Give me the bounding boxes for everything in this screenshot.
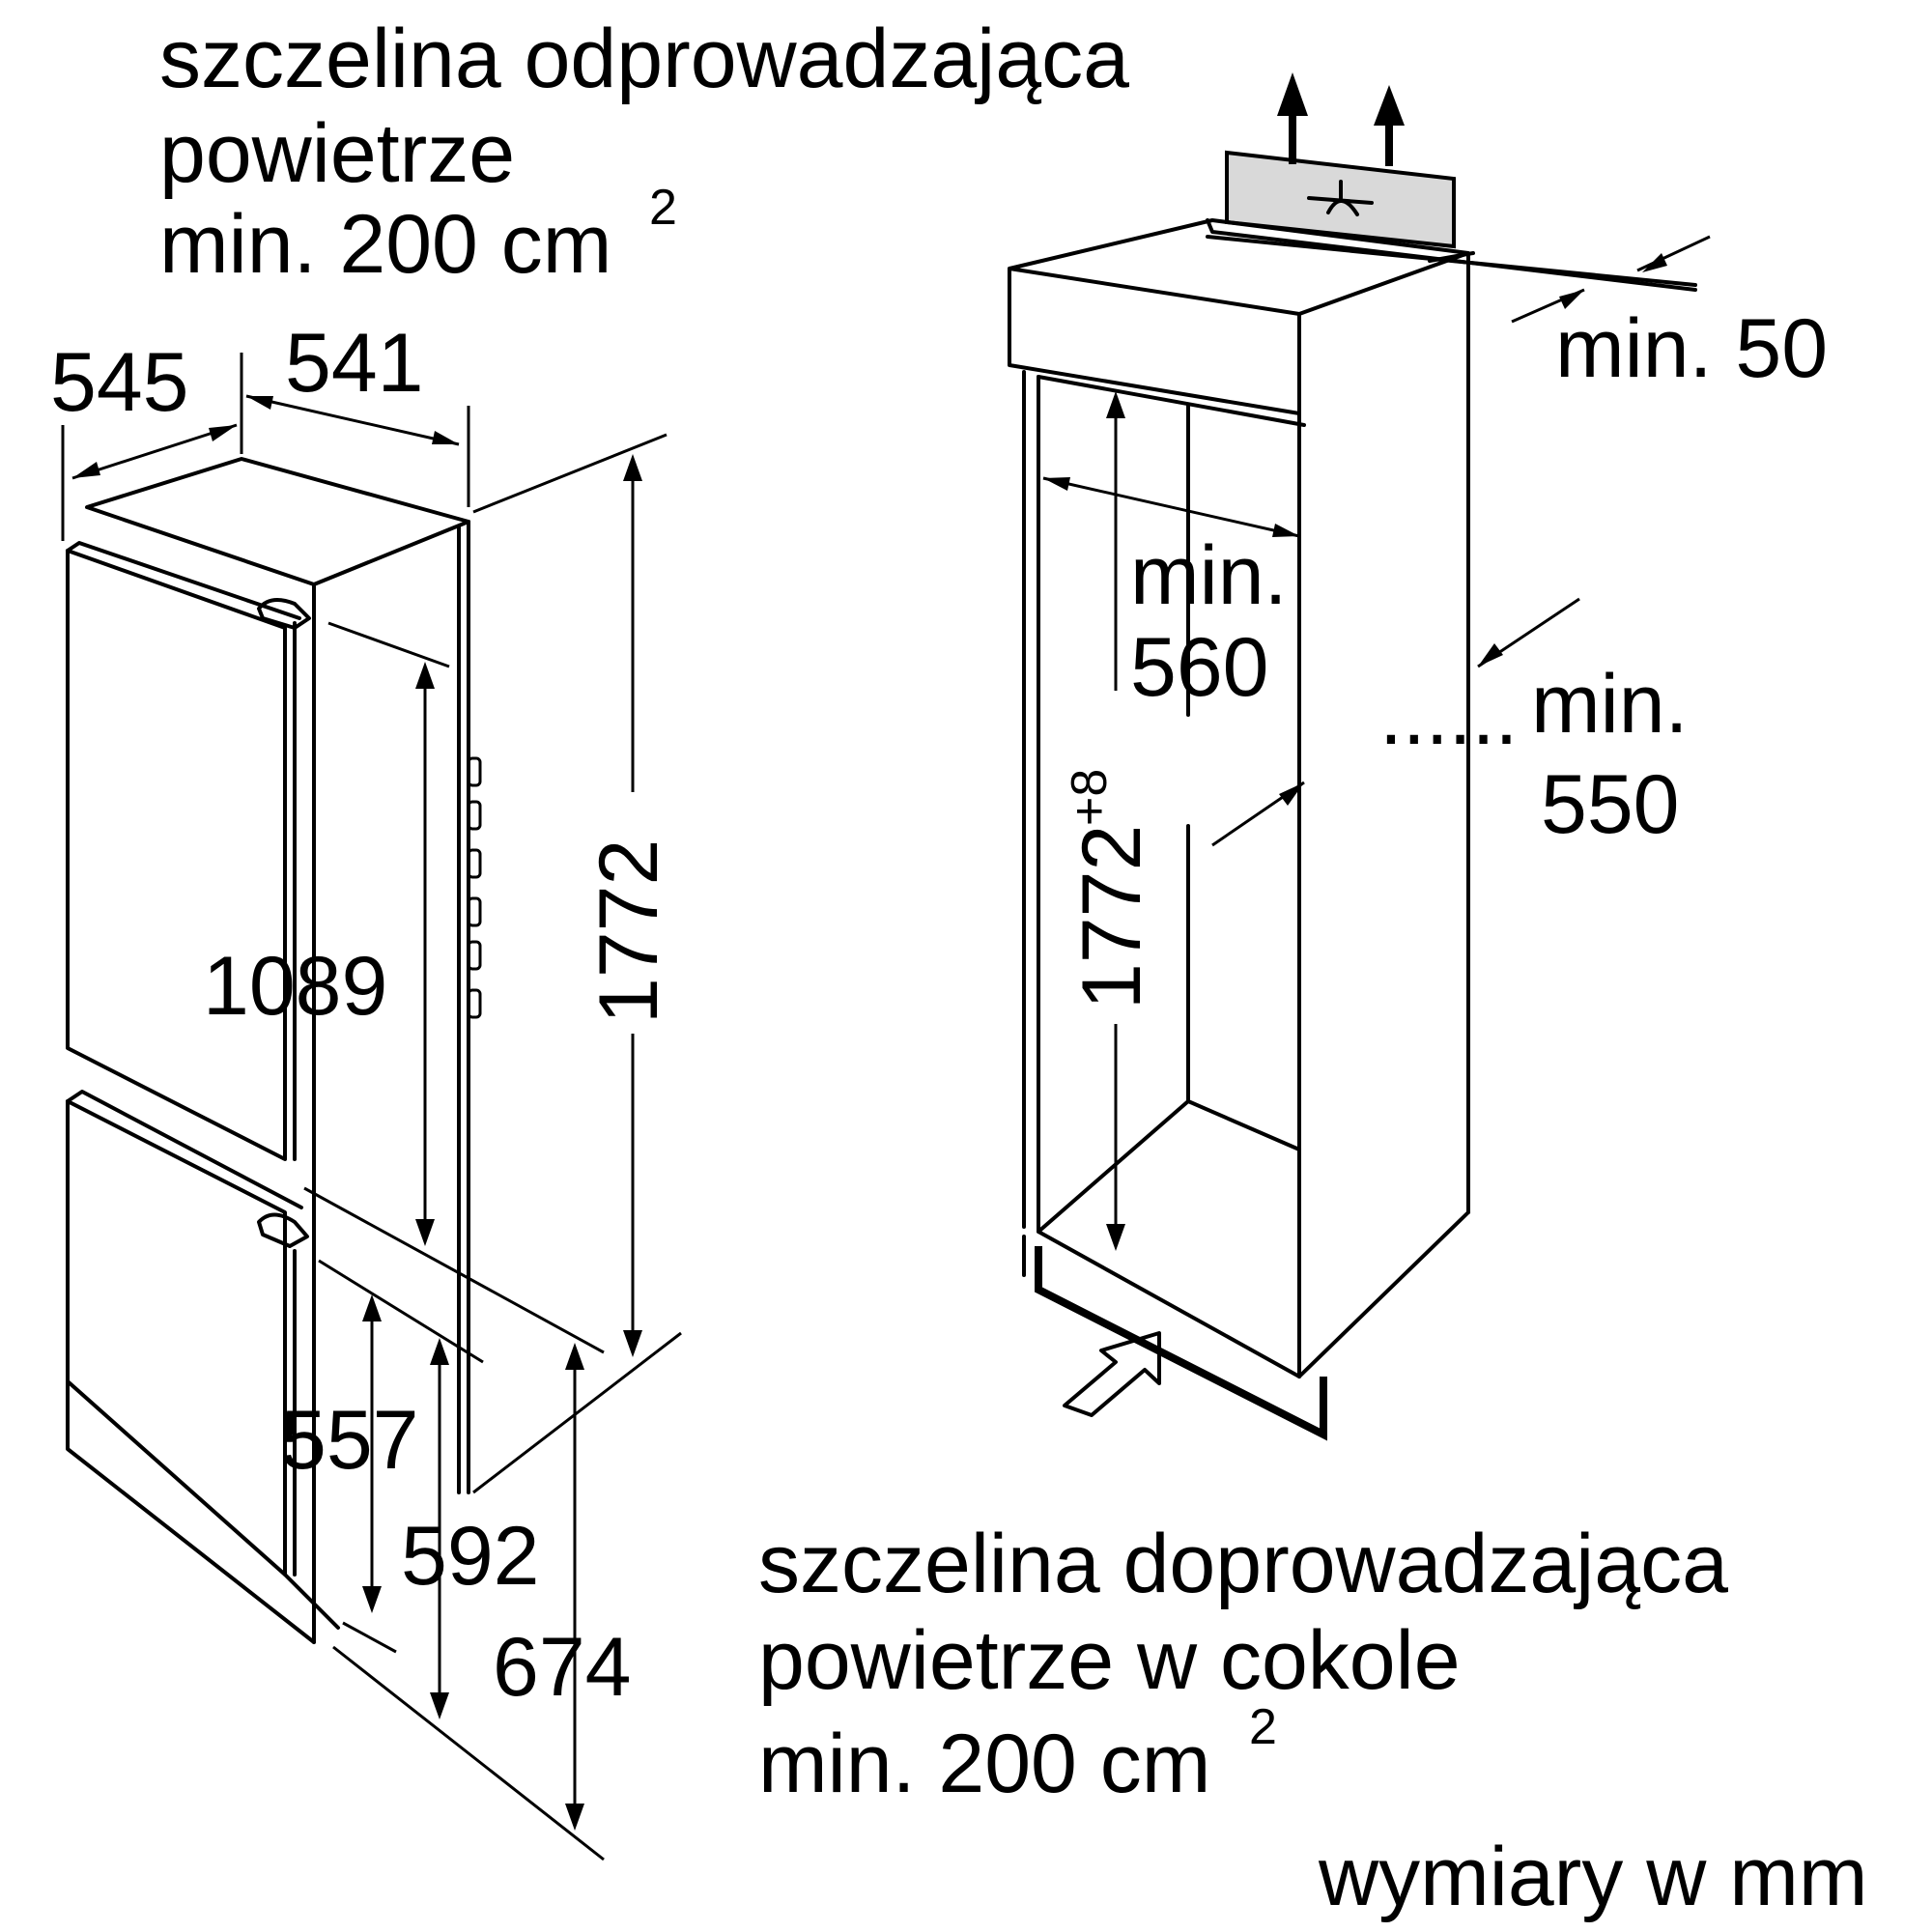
niche-width-value: 560 [1130, 621, 1269, 714]
appliance-drawing [61, 353, 682, 1861]
dim-592: 592 [401, 1510, 540, 1603]
dim-1089: 1089 [203, 940, 387, 1033]
depth-dots: ...... [1379, 669, 1518, 762]
dim-557: 557 [280, 1394, 419, 1487]
upper-handle-icon [257, 598, 311, 630]
dim-674: 674 [493, 1621, 632, 1714]
units-note: wymiary w mm [1318, 1831, 1868, 1923]
inlet-line-2: powietrze w cokole [758, 1614, 1461, 1707]
outlet-line-3: min. 200 cm [159, 198, 611, 291]
niche-width-label: min. [1130, 529, 1287, 622]
niche-height: 1772 +8 [1062, 769, 1158, 1009]
outlet-superscript: 2 [649, 180, 677, 236]
inlet-line-1: szczelina doprowadzająca [758, 1518, 1728, 1610]
lower-handle-icon [257, 1212, 309, 1248]
top-gap: min. 50 [1555, 302, 1828, 395]
inlet-superscript: 2 [1249, 1699, 1277, 1755]
niche-depth-value: 550 [1541, 758, 1680, 851]
dim-1772: 1772 [582, 839, 675, 1024]
dim-545: 545 [50, 336, 189, 429]
hinge-icons [467, 756, 482, 1019]
inlet-arrow-icon [1063, 1331, 1161, 1417]
dim-541: 541 [285, 317, 424, 410]
niche-height-value: 1772 [1065, 825, 1158, 1009]
inlet-line-3: min. 200 cm [758, 1718, 1210, 1810]
outlet-arrow-icons [1277, 72, 1405, 166]
niche-height-tolerance: +8 [1062, 769, 1118, 826]
outlet-line-2: powietrze [159, 107, 515, 200]
outlet-line-1: szczelina odprowadzająca [159, 13, 1129, 105]
niche-drawing [1008, 72, 1711, 1441]
niche-depth-label: min. [1531, 658, 1688, 751]
